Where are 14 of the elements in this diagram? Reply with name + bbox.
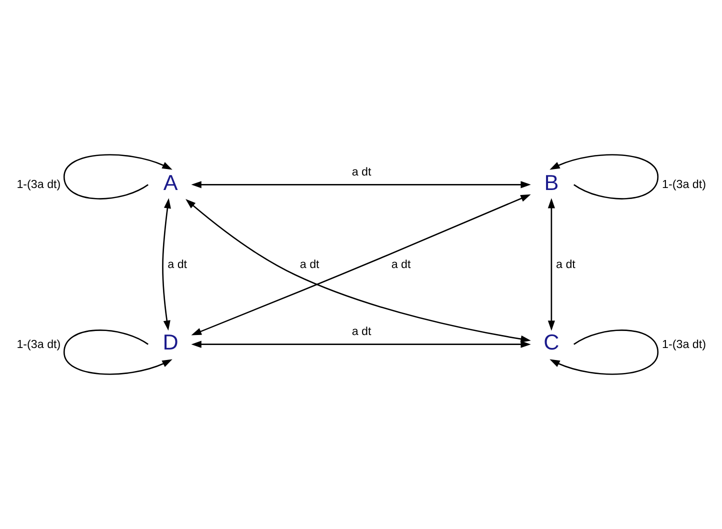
edge-label: a dt — [391, 258, 411, 271]
edge-label: a dt — [352, 165, 372, 178]
edge-label: 1-(3a dt) — [662, 178, 706, 192]
edge-label: 1-(3a dt) — [16, 178, 61, 192]
node-text: B — [544, 170, 559, 195]
edge-label: a dt — [300, 258, 320, 271]
node-text: C — [544, 330, 560, 355]
node-text: A — [163, 170, 178, 195]
edge-label: a dt — [168, 258, 188, 271]
edge-label: a dt — [352, 324, 372, 338]
edge-label: 1-(3a dt) — [16, 338, 61, 351]
edge-label: 1-(3a dt) — [662, 338, 706, 351]
node-text: D — [162, 330, 178, 355]
edge-label: a dt — [556, 258, 576, 271]
